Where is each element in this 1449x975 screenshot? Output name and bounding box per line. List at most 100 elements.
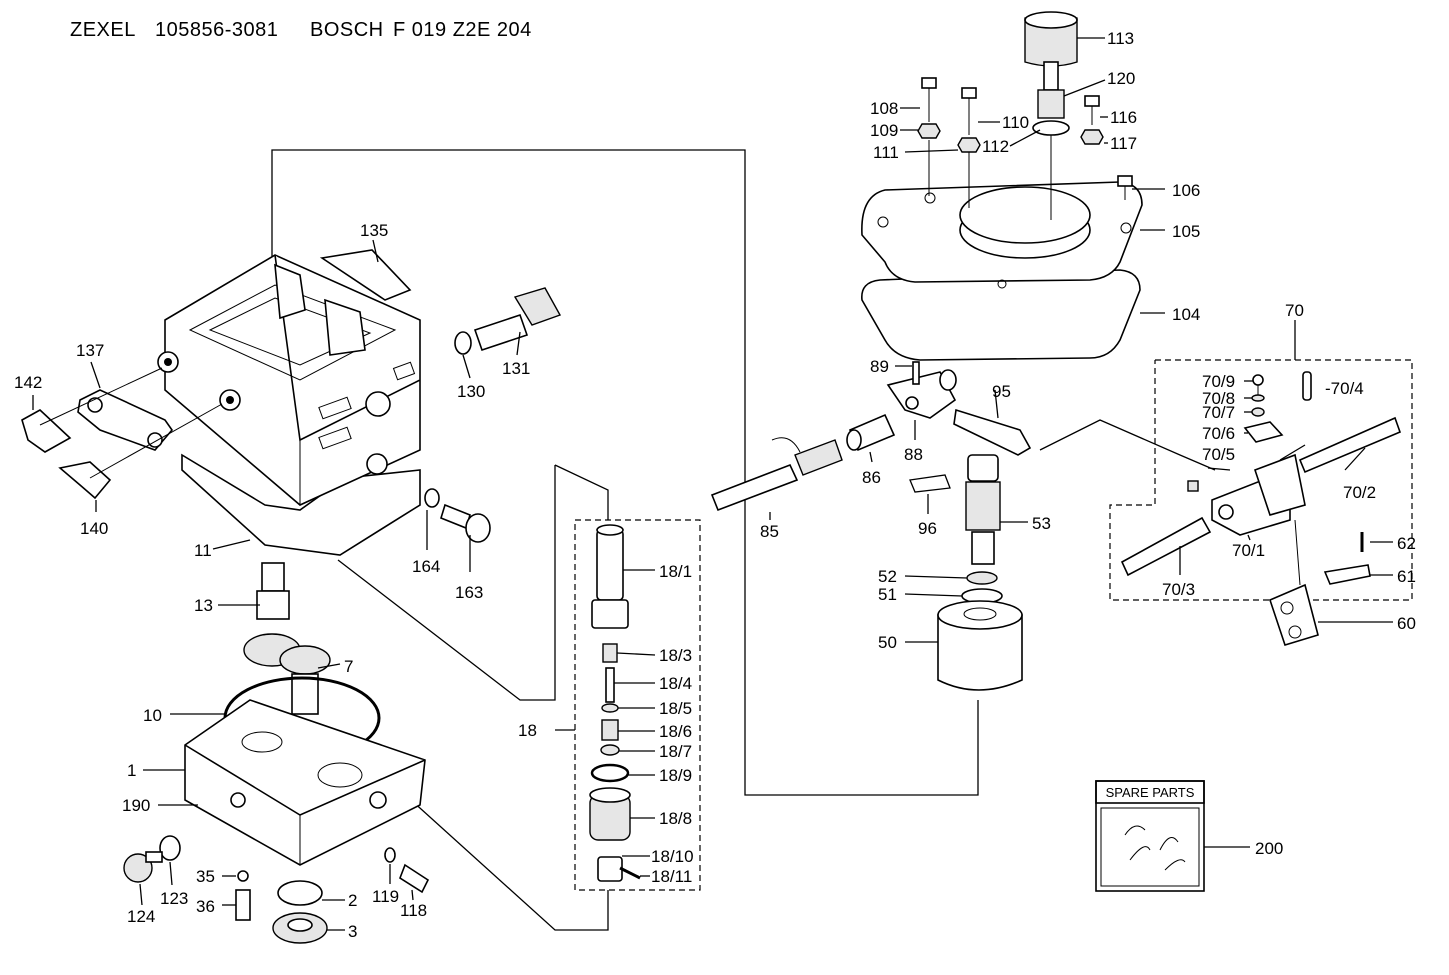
label-117: 117 bbox=[1110, 134, 1137, 153]
pin-89 bbox=[912, 361, 920, 385]
pin-18-4 bbox=[605, 667, 615, 703]
washer-70-7 bbox=[1251, 407, 1265, 417]
linkage-assembly bbox=[710, 361, 1032, 520]
part-18-5 bbox=[601, 703, 619, 713]
lower-assembly bbox=[143, 562, 426, 866]
label-131: 131 bbox=[502, 359, 530, 378]
spring-53 bbox=[965, 481, 1001, 531]
pin-70-4 bbox=[1302, 371, 1312, 401]
label-130: 130 bbox=[457, 382, 485, 401]
label-119: 119 bbox=[372, 887, 399, 906]
label-53: 53 bbox=[1032, 514, 1051, 533]
label-18-6: 18/6 bbox=[659, 722, 692, 741]
assembly-frame-lines bbox=[271, 149, 1413, 931]
lever-95 bbox=[953, 408, 1032, 456]
screw-163-group bbox=[424, 488, 491, 572]
part-18-10 bbox=[597, 856, 623, 882]
valve-131 bbox=[454, 287, 562, 379]
label-18-8: 18/8 bbox=[659, 809, 692, 828]
label-35: 35 bbox=[196, 867, 215, 886]
label-86: 86 bbox=[862, 468, 881, 487]
housing-base-flange bbox=[181, 453, 421, 556]
group-70-dashed-box bbox=[1109, 359, 1413, 601]
o-ring-18-9 bbox=[590, 763, 630, 783]
label-51: 51 bbox=[878, 585, 897, 604]
label-62: 62 bbox=[1397, 534, 1416, 553]
label-85: 85 bbox=[760, 522, 779, 541]
label-164: 164 bbox=[412, 557, 440, 576]
label-60: 60 bbox=[1397, 614, 1416, 633]
label-70-1: 70/1 bbox=[1232, 541, 1265, 560]
label-118: 118 bbox=[400, 901, 427, 920]
label-96: 96 bbox=[918, 519, 937, 538]
label-70: 70 bbox=[1285, 301, 1304, 320]
nut-109 bbox=[917, 123, 941, 139]
pin-18-11 bbox=[619, 866, 641, 880]
label-18-10: 18/10 bbox=[651, 847, 694, 866]
screw-118 bbox=[399, 863, 430, 894]
part-18-7 bbox=[600, 744, 620, 756]
label-105: 105 bbox=[1172, 222, 1200, 241]
label-70-9: 70/9 bbox=[1202, 372, 1235, 391]
label-18-9: 18/9 bbox=[659, 766, 692, 785]
label-36: 36 bbox=[196, 897, 215, 916]
part-labels: 113 120 108 110 116 109 112 117 111 106 … bbox=[14, 29, 1416, 941]
label-70-7: 70/7 bbox=[1202, 403, 1235, 422]
part-70-5 bbox=[1187, 480, 1199, 492]
nut-111 bbox=[957, 137, 981, 153]
label-70-8: 70/8 bbox=[1202, 389, 1235, 408]
spring-86-group bbox=[794, 439, 843, 476]
governor-weight-group bbox=[904, 454, 1028, 691]
lever-140 bbox=[58, 461, 112, 500]
label-163: 163 bbox=[455, 583, 483, 602]
label-112: 112 bbox=[982, 137, 1009, 156]
screw-163 bbox=[465, 513, 491, 543]
side-cover-137-group bbox=[21, 361, 223, 512]
label-61: 61 bbox=[1397, 567, 1416, 586]
header-part-number-bosch: F 019 Z2E 204 bbox=[393, 19, 532, 41]
top-cover-assembly bbox=[861, 11, 1165, 361]
plunger-group-18 bbox=[555, 524, 656, 882]
lever-group-70 bbox=[1120, 371, 1402, 646]
shaft-70-3 bbox=[1120, 516, 1212, 577]
main-housing-assembly bbox=[157, 239, 421, 556]
header-part-number-zexel: 105856-3081 bbox=[155, 19, 278, 41]
label-18-1: 18/1 bbox=[659, 562, 692, 581]
washer-164 bbox=[424, 488, 440, 508]
screw-35 bbox=[237, 870, 249, 882]
label-18-3: 18/3 bbox=[659, 646, 692, 665]
label-18-11: 18/11 bbox=[651, 867, 692, 886]
lever-142 bbox=[21, 409, 72, 453]
label-190: 190 bbox=[122, 796, 150, 815]
label-111: 111 bbox=[873, 143, 899, 162]
label-113: 113 bbox=[1107, 29, 1134, 48]
label-18-4: 18/4 bbox=[659, 674, 692, 693]
gear-7 bbox=[279, 645, 331, 675]
group-18-dashed-box bbox=[574, 519, 701, 891]
screw-70-9 bbox=[1252, 374, 1264, 386]
label-142: 142 bbox=[14, 373, 42, 392]
gasket-104 bbox=[861, 269, 1141, 361]
shaft-70-2 bbox=[1298, 416, 1402, 474]
screw-106 bbox=[1117, 175, 1133, 187]
label-95: 95 bbox=[992, 382, 1011, 401]
part-18-1 bbox=[596, 529, 624, 601]
screw-36 bbox=[235, 889, 251, 921]
label-123: 123 bbox=[160, 889, 188, 908]
label-70-2: 70/2 bbox=[1343, 483, 1376, 502]
label-10: 10 bbox=[143, 706, 162, 725]
pin-61 bbox=[1323, 564, 1371, 585]
rod-85 bbox=[710, 463, 799, 512]
clip-96 bbox=[909, 474, 951, 493]
label-70-3: 70/3 bbox=[1162, 580, 1195, 599]
plate-70-6 bbox=[1243, 421, 1284, 443]
part-18-6 bbox=[601, 719, 619, 741]
label-11: 11 bbox=[194, 541, 212, 560]
bearing-2 bbox=[277, 880, 323, 906]
label-18-7: 18/7 bbox=[659, 742, 692, 761]
header-brand-bosch: BOSCH bbox=[310, 19, 384, 41]
label-88: 88 bbox=[904, 445, 923, 464]
label-140: 140 bbox=[80, 519, 108, 538]
label-1: 1 bbox=[127, 761, 136, 780]
plug-124 bbox=[123, 853, 153, 883]
